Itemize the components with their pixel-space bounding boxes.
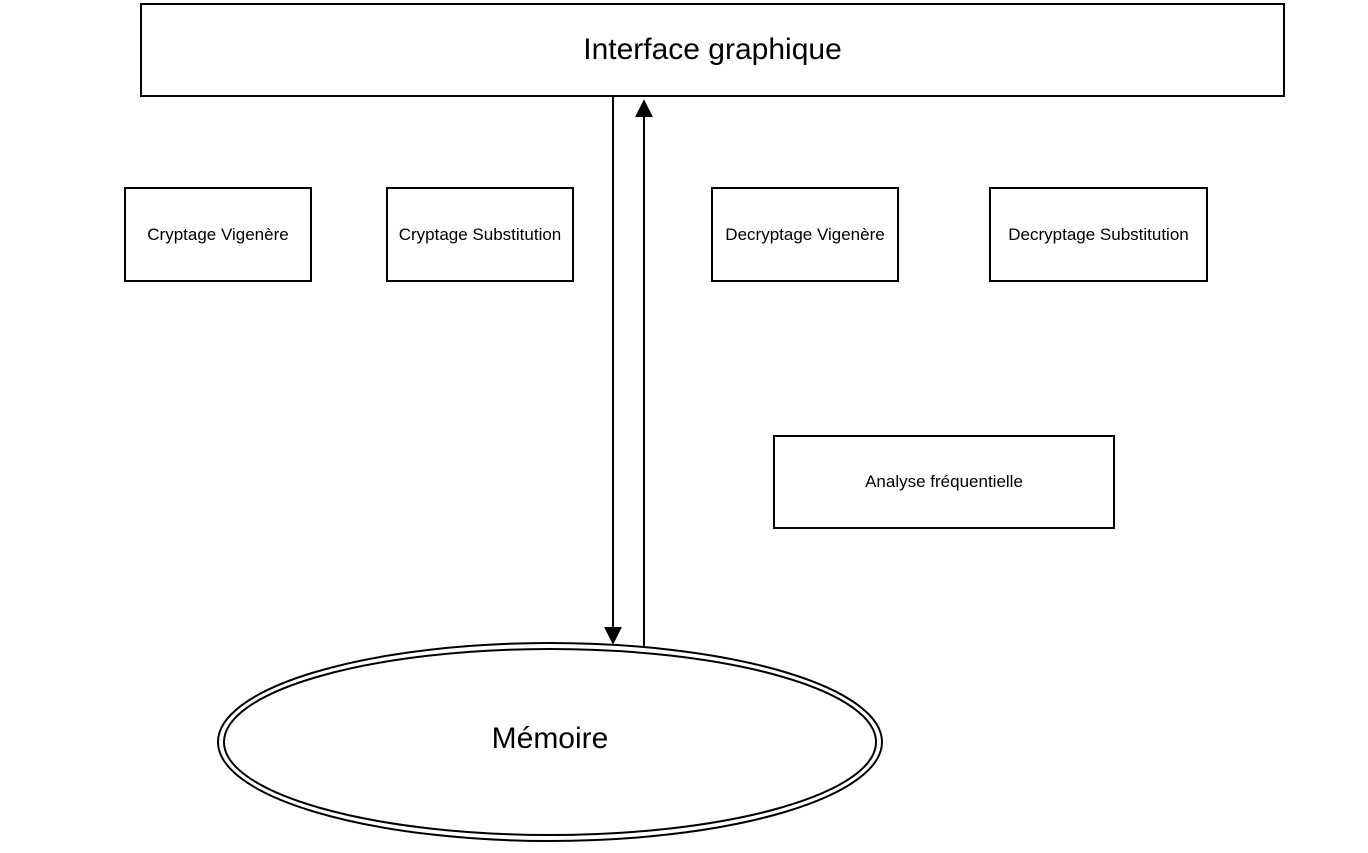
cryptage-substitution-label: Cryptage Substitution (398, 224, 562, 244)
memoire-label: Mémoire (491, 722, 609, 755)
interface-graphique-box: Interface graphique (140, 3, 1285, 97)
interface-graphique-label: Interface graphique (583, 33, 842, 66)
decryptage-vigenere-box: Decryptage Vigenère (711, 187, 899, 282)
analyse-frequentielle-box: Analyse fréquentielle (773, 435, 1115, 529)
decryptage-substitution-box: Decryptage Substitution (989, 187, 1208, 282)
cryptage-substitution-box: Cryptage Substitution (386, 187, 574, 282)
cryptage-vigenere-label: Cryptage Vigenère (147, 224, 289, 244)
cryptage-vigenere-box: Cryptage Vigenère (124, 187, 312, 282)
decryptage-vigenere-label: Decryptage Vigenère (725, 224, 885, 244)
analyse-frequentielle-label: Analyse fréquentielle (865, 472, 1023, 491)
decryptage-substitution-label: Decryptage Substitution (1008, 224, 1189, 244)
